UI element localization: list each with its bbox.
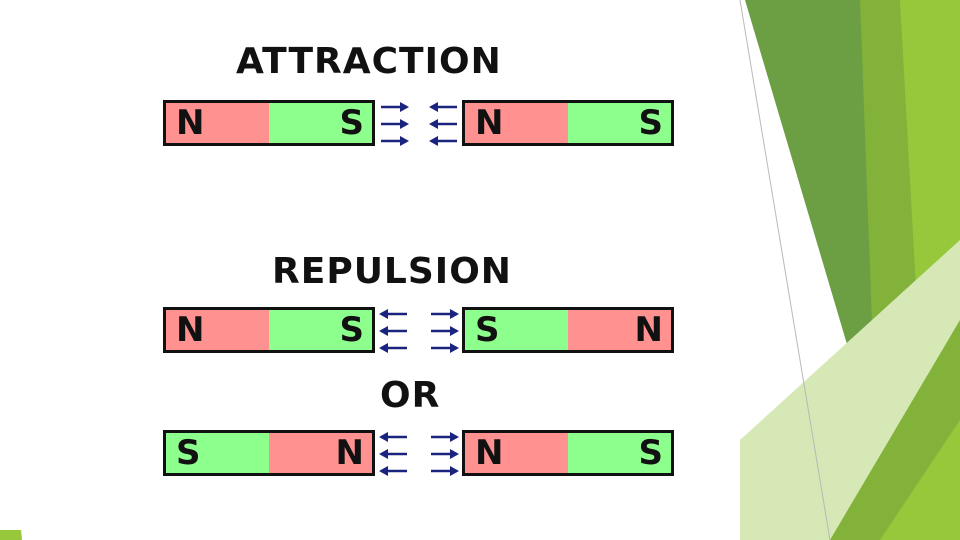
repulsion-title: REPULSION: [272, 254, 512, 290]
force-arrow-head: [450, 326, 459, 336]
force-arrow-head: [450, 343, 459, 353]
pole-label: N: [336, 433, 364, 473]
pole-left: N: [166, 103, 269, 143]
pole-label: S: [475, 310, 500, 350]
pole-right: S: [568, 103, 671, 143]
pole-label: S: [340, 310, 365, 350]
force-arrow-head: [379, 449, 388, 459]
pole-right: S: [269, 103, 372, 143]
force-arrow-head: [429, 102, 438, 112]
force-arrows: [377, 429, 463, 479]
force-arrow-head: [429, 136, 438, 146]
force-arrow-head: [379, 343, 388, 353]
force-arrow-head: [429, 119, 438, 129]
pole-left: S: [465, 310, 568, 350]
pole-label: N: [475, 103, 503, 143]
pole-label: S: [340, 103, 365, 143]
force-arrow-head: [450, 449, 459, 459]
pole-left: N: [465, 103, 568, 143]
pole-label: N: [176, 103, 204, 143]
pole-label: S: [176, 433, 201, 473]
force-arrow-head: [379, 432, 388, 442]
force-arrow-head: [400, 102, 409, 112]
pole-label: N: [176, 310, 204, 350]
force-arrow-head: [379, 326, 388, 336]
pole-right: N: [269, 433, 372, 473]
force-arrow-head: [450, 432, 459, 442]
pole-left: N: [465, 433, 568, 473]
force-arrow-head: [400, 136, 409, 146]
force-arrows: [377, 306, 463, 356]
force-arrows: [377, 99, 463, 149]
pole-label: S: [639, 103, 664, 143]
attraction-title: ATTRACTION: [236, 44, 502, 80]
or-connector: OR: [380, 378, 440, 414]
force-arrow-head: [379, 309, 388, 319]
force-arrow-head: [450, 309, 459, 319]
pole-right: N: [568, 310, 671, 350]
force-arrow-head: [400, 119, 409, 129]
pole-right: S: [568, 433, 671, 473]
force-arrow-head: [450, 466, 459, 476]
pole-label: S: [639, 433, 664, 473]
force-arrow-head: [379, 466, 388, 476]
pole-left: N: [166, 310, 269, 350]
pole-label: N: [475, 433, 503, 473]
pole-right: S: [269, 310, 372, 350]
pole-label: N: [635, 310, 663, 350]
pole-left: S: [166, 433, 269, 473]
